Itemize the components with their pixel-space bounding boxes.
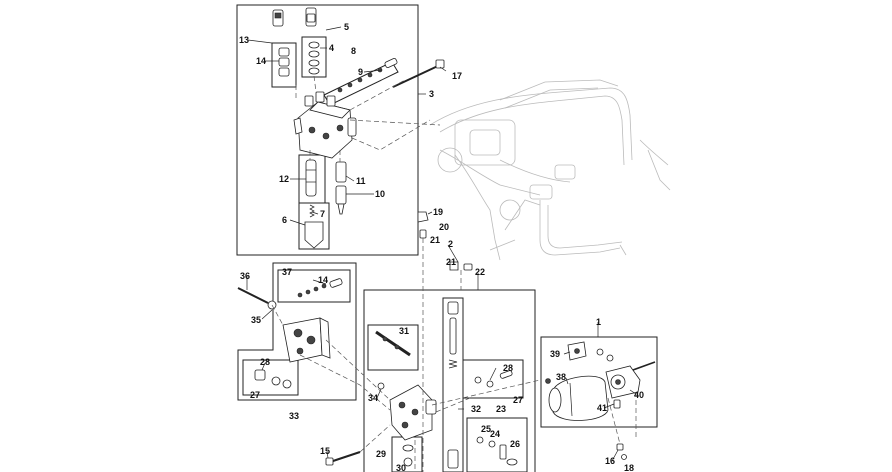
- callout-15: 15: [320, 446, 330, 456]
- plug-kit-frame-28: [242, 359, 299, 396]
- callout-19: 19: [433, 207, 443, 217]
- callout-20: 20: [439, 222, 449, 232]
- callout-30: 30: [396, 463, 406, 472]
- callout-4: 4: [329, 43, 334, 53]
- callout-14b: 14: [318, 275, 328, 285]
- cartridge-frame-6: [298, 202, 330, 250]
- callout-37: 37: [282, 267, 292, 277]
- callout-12: 12: [279, 174, 289, 184]
- callout-16: 16: [605, 456, 615, 466]
- callout-2: 2: [448, 239, 453, 249]
- callout-9: 9: [358, 67, 363, 77]
- valve-assembly-group: [236, 4, 419, 256]
- callout-13: 13: [239, 35, 249, 45]
- callout-22: 22: [475, 267, 485, 277]
- ghost-piping: [429, 79, 671, 261]
- callout-33: 33: [289, 411, 299, 421]
- callout-23: 23: [496, 404, 506, 414]
- callout-21: 21: [430, 235, 440, 245]
- cylinder-valve-group: [363, 289, 536, 472]
- control-valve-body: [293, 91, 357, 159]
- callout-5: 5: [344, 22, 349, 32]
- callout-3: 3: [429, 89, 434, 99]
- callout-6: 6: [282, 215, 287, 225]
- spool-strip-frame-37: [277, 269, 351, 303]
- bolt-15: [325, 451, 361, 466]
- callout-7: 7: [320, 209, 325, 219]
- callout-39: 39: [550, 349, 560, 359]
- callout-17: 17: [452, 71, 462, 81]
- callout-28b: 28: [503, 363, 513, 373]
- bolt-17: [392, 59, 445, 88]
- strip-frame-31: [367, 324, 419, 371]
- callout-28: 28: [260, 357, 270, 367]
- callout-26: 26: [510, 439, 520, 449]
- callout-10: 10: [375, 189, 385, 199]
- leader-lines: [246, 26, 637, 462]
- callout-27: 27: [250, 390, 260, 400]
- spool-kit-frame-13: [271, 42, 297, 88]
- motor-pump-group: [540, 336, 658, 460]
- callout-24: 24: [490, 429, 500, 439]
- callout-40: 40: [634, 390, 644, 400]
- callout-41: 41: [597, 403, 607, 413]
- valve-block-group: [237, 262, 357, 401]
- callout-21b: 21: [446, 257, 456, 267]
- callout-25: 25: [481, 424, 491, 434]
- callout-34: 34: [368, 393, 378, 403]
- seal-frame-28b: [462, 359, 524, 399]
- callout-8: 8: [351, 46, 356, 56]
- callout-labels: 13 5 4 14 8 9 17 3 12 11 10 6 7 19 20 21…: [239, 22, 644, 472]
- valve-assembly-frame: [236, 4, 419, 256]
- valve-block-frame-33: [237, 262, 357, 401]
- motor-pump-frame-1: [540, 336, 658, 428]
- callout-36: 36: [240, 271, 250, 281]
- callout-38: 38: [556, 372, 566, 382]
- kit-frame-23: [466, 417, 528, 472]
- callout-18: 18: [624, 463, 634, 472]
- assembly-guide-lines: [271, 75, 637, 472]
- callout-31: 31: [399, 326, 409, 336]
- callout-27b: 27: [513, 395, 523, 405]
- callout-11: 11: [356, 176, 366, 186]
- elbow-fittings: [417, 211, 473, 472]
- callout-29: 29: [376, 449, 386, 459]
- callout-1: 1: [596, 317, 601, 327]
- callout-14: 14: [256, 56, 266, 66]
- callout-35: 35: [251, 315, 261, 325]
- callout-32: 32: [471, 404, 481, 414]
